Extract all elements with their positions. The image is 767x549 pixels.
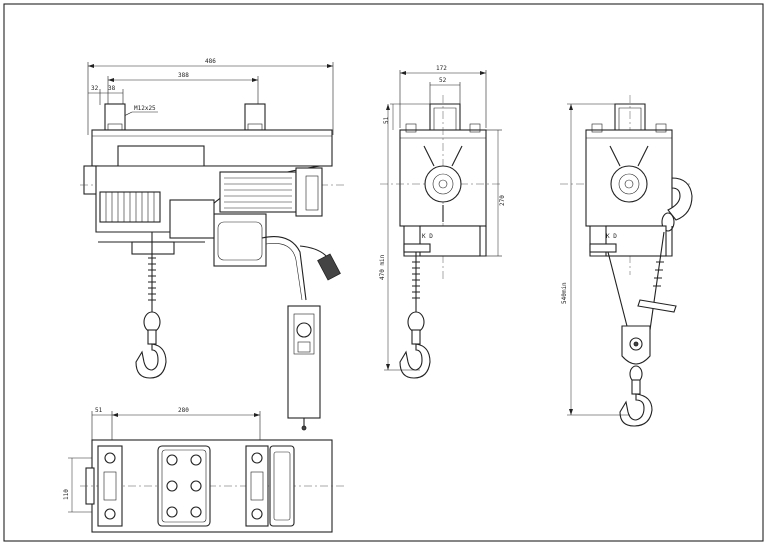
bolt-icon	[166, 454, 178, 466]
top-lug-right	[245, 445, 269, 527]
top-bracket	[429, 103, 461, 130]
bolt-icon	[190, 454, 202, 466]
pulley-block-icon	[621, 325, 651, 365]
sheet-border	[3, 3, 764, 542]
dim-top-span: 280	[178, 407, 189, 414]
pulley-rope-right	[649, 231, 665, 331]
pulley-marking: K D	[606, 233, 617, 240]
dim-small-b: 38	[108, 85, 116, 92]
pendant-button-icon	[296, 322, 312, 338]
thread-callout: M12x25	[134, 105, 156, 112]
bolt-icon	[166, 506, 178, 518]
dim-top-height: 51	[383, 116, 390, 124]
side-limit-spring	[412, 261, 420, 299]
bolt-icon	[190, 506, 202, 518]
anchor-hook-icon	[661, 177, 693, 232]
dim-side-width: 172	[436, 65, 447, 72]
limit-spring	[148, 257, 156, 301]
dim-bracket-width: 52	[439, 77, 447, 84]
top-view: 51 280 110	[63, 407, 345, 533]
side-hook-icon	[399, 311, 431, 379]
bolt-icon	[104, 508, 116, 520]
dim-top-offset: 51	[95, 407, 103, 414]
front-view: 486 388 32 38 M12x25	[80, 58, 345, 431]
top-center-plate	[157, 445, 211, 527]
bolt-icon	[104, 452, 116, 464]
pulley-rope-left	[607, 251, 629, 331]
motor-body	[219, 171, 297, 213]
pulley-drum-icon	[610, 165, 648, 203]
dim-pulley-min-height: 540min	[561, 282, 568, 304]
power-plug-icon	[299, 245, 341, 281]
pendant-cable	[261, 236, 307, 301]
side-marking: K D	[422, 233, 433, 240]
bolt-icon	[190, 480, 202, 492]
dim-side-body-height: 270	[499, 195, 506, 206]
side-view: 172 52 51 K D 270	[379, 65, 506, 379]
dim-mount-span: 388	[178, 72, 189, 79]
pulley-view: K D 540min	[560, 95, 693, 427]
bolt-icon	[251, 452, 263, 464]
capacitor-box	[213, 213, 267, 267]
dim-top-depth: 110	[63, 489, 70, 500]
bolt-icon	[251, 508, 263, 520]
pulley-hook-icon	[619, 365, 653, 427]
front-hook-icon	[135, 311, 167, 379]
dim-side-min-height: 470 min	[379, 254, 386, 280]
rope-guide	[131, 241, 175, 255]
side-drum-icon	[424, 165, 462, 203]
side-guide	[403, 243, 431, 253]
dim-small-a: 32	[91, 85, 99, 92]
top-slot	[269, 445, 295, 527]
pulley-stop	[637, 299, 677, 313]
pendant-control	[287, 305, 321, 431]
bolt-icon	[166, 480, 178, 492]
pulley-top-bracket	[614, 103, 646, 130]
dim-overall-length: 486	[205, 58, 216, 65]
